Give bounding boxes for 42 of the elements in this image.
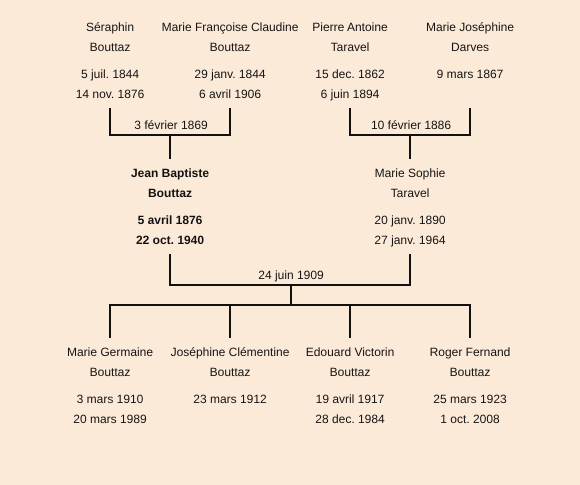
death-date: 6 juin 1894 (320, 86, 380, 103)
family-line (169, 108, 231, 159)
death-date: 20 mars 1989 (73, 411, 147, 428)
death-date: 1 oct. 2008 (440, 411, 500, 428)
birth-date: 20 janv. 1890 (374, 212, 446, 229)
death-date: 6 avril 1906 (198, 86, 262, 103)
surname: Bouttaz (148, 185, 192, 202)
given-names: Marie Sophie (374, 165, 446, 182)
family-line (409, 108, 471, 159)
death-date: 22 oct. 1940 (136, 232, 204, 249)
surname: Bouttaz (210, 364, 250, 381)
surname: Bouttaz (210, 39, 250, 56)
surname: Bouttaz (90, 364, 130, 381)
given-names: Marie Françoise Claudine (162, 19, 298, 36)
birth-date: 23 mars 1912 (193, 391, 267, 408)
birth-date: 25 mars 1923 (433, 391, 507, 408)
given-names: Marie Joséphine (426, 19, 514, 36)
surname: Taravel (390, 185, 430, 202)
given-names: Séraphin (86, 19, 134, 36)
surname: Darves (450, 39, 489, 56)
birth-date: 29 janv. 1844 (194, 66, 266, 83)
birth-date: 5 juil. 1844 (80, 66, 140, 83)
death-date: 14 nov. 1876 (76, 86, 144, 103)
birth-date: 15 dec. 1862 (315, 66, 385, 83)
family-line (290, 254, 471, 338)
given-names: Joséphine Clémentine (170, 344, 290, 361)
birth-date: 5 avril 1876 (138, 212, 202, 229)
birth-date: 9 mars 1867 (436, 66, 504, 83)
surname: Taravel (330, 39, 370, 56)
surname: Bouttaz (90, 39, 130, 56)
given-names: Pierre Antoine (312, 19, 388, 36)
birth-date: 3 mars 1910 (76, 391, 144, 408)
death-date: 28 dec. 1984 (315, 411, 385, 428)
birth-date: 19 avril 1917 (316, 391, 384, 408)
surname: Bouttaz (450, 364, 490, 381)
given-names: Roger Fernand (430, 344, 510, 361)
edge-label: 24 juin 1909 (256, 267, 326, 283)
surname: Bouttaz (330, 364, 370, 381)
given-names: Edouard Victorin (306, 344, 394, 361)
given-names: Marie Germaine (66, 344, 154, 361)
death-date: 27 janv. 1964 (374, 232, 446, 249)
given-names: Jean Baptiste (130, 165, 210, 182)
